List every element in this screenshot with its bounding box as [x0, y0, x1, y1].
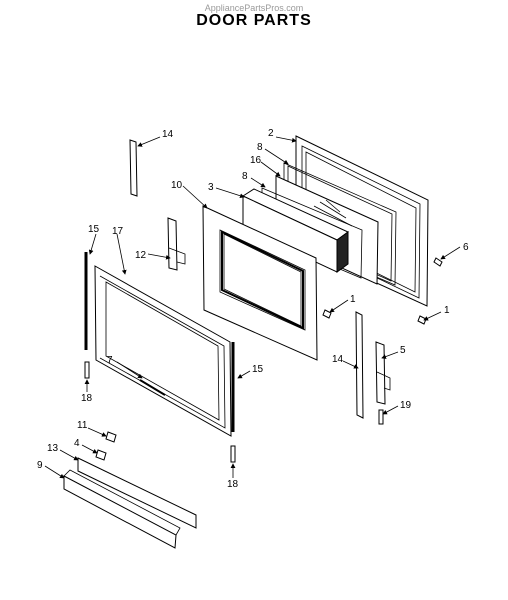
callout-6: 6 [463, 242, 469, 253]
door-hinge-strip-right [355, 311, 364, 419]
callout-12: 12 [135, 250, 147, 261]
callout-3: 3 [208, 182, 214, 193]
door-hinge-strip-left [129, 139, 138, 197]
callout-5: 5 [400, 345, 406, 356]
door-insulation [241, 188, 349, 273]
screw-18-right [230, 445, 236, 463]
callout-14-right: 14 [332, 354, 344, 365]
door-inner-frame [202, 205, 318, 361]
callout-11: 11 [77, 420, 88, 431]
callout-17: 17 [112, 226, 124, 237]
screw-6 [433, 257, 443, 267]
screw-18-left [84, 361, 90, 379]
callout-16: 16 [250, 155, 262, 166]
screw-1a [322, 309, 332, 319]
callout-14-top: 14 [162, 129, 174, 140]
callout-4: 4 [74, 438, 80, 449]
callout-labels: 14 2 8 16 10 3 8 6 15 17 12 1 1 5 14 7 1… [37, 128, 469, 490]
callout-13: 13 [47, 443, 59, 454]
handle-mount [77, 457, 197, 529]
callout-1-right: 1 [444, 305, 450, 316]
callout-8-top: 8 [257, 142, 263, 153]
callout-1-center: 1 [350, 294, 356, 305]
leader-lines [44, 136, 461, 479]
page-title: DOOR PARTS [196, 12, 312, 29]
callout-19: 19 [400, 400, 412, 411]
handle-spacer [95, 449, 107, 461]
door-hinge-right [375, 341, 391, 405]
door-hinge-left [167, 217, 186, 271]
callout-7: 7 [107, 355, 113, 366]
callout-15-left: 15 [88, 224, 100, 235]
door-outer-panel [94, 265, 232, 437]
callout-8-lower: 8 [242, 171, 248, 182]
callout-15-right: 15 [252, 364, 264, 375]
callout-18-right: 18 [227, 479, 239, 490]
watermark-text: AppliancePartsPros.com [204, 3, 304, 13]
handle-clip [105, 431, 117, 443]
callout-2: 2 [268, 128, 274, 139]
callout-18-left: 18 [81, 393, 93, 404]
door-handle [63, 469, 181, 549]
callout-10: 10 [171, 180, 183, 191]
callout-9: 9 [37, 460, 43, 471]
screw-19 [378, 409, 384, 425]
